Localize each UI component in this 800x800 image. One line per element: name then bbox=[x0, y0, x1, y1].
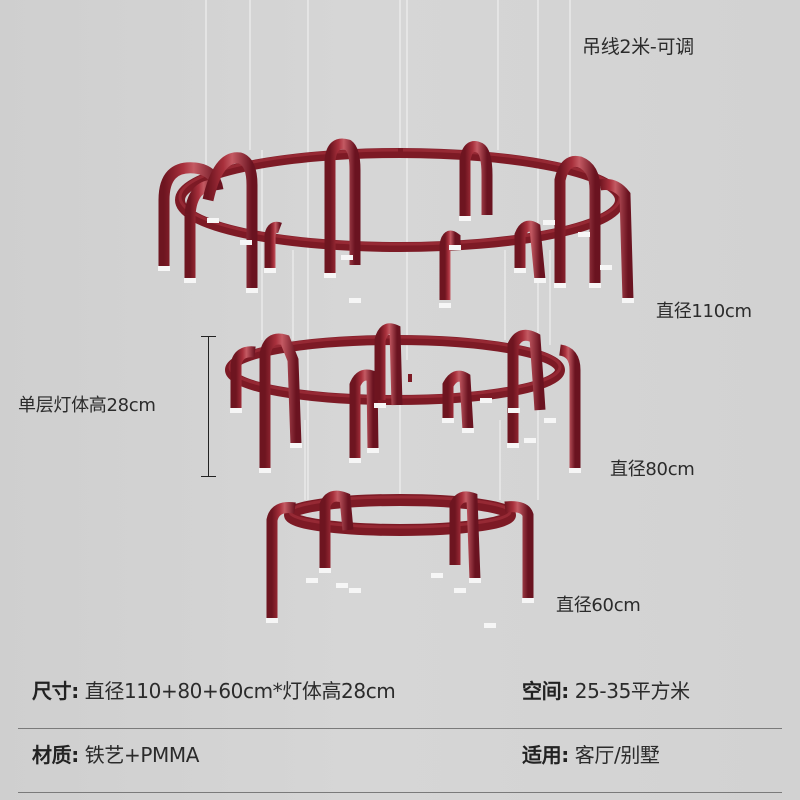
spec-value: 直径110+80+60cm*灯体高28cm bbox=[84, 679, 396, 703]
light-tips-top bbox=[158, 216, 634, 308]
light-tips-middle bbox=[230, 398, 581, 473]
diameter-110-label: 直径110cm bbox=[656, 301, 752, 322]
cable-length-label: 吊线2米-可调 bbox=[582, 36, 694, 58]
spec-row-size: 尺寸: 直径110+80+60cm*灯体高28cm 空间: 25-35平方米 bbox=[18, 665, 782, 729]
diameter-80-label: 直径80cm bbox=[610, 459, 695, 480]
height-dimension-line bbox=[201, 336, 216, 477]
spec-value: 铁艺+PMMA bbox=[84, 743, 200, 767]
tier-top bbox=[158, 138, 634, 308]
spec-key: 空间: bbox=[522, 679, 569, 703]
tier-bottom bbox=[266, 490, 534, 628]
spec-space: 空间: 25-35平方米 bbox=[522, 675, 690, 704]
spec-usage: 适用: 客厅/别墅 bbox=[522, 739, 660, 768]
layer-height-label: 单层灯体高28cm bbox=[18, 395, 156, 416]
spec-size: 尺寸: 直径110+80+60cm*灯体高28cm bbox=[32, 675, 396, 704]
tier-middle bbox=[225, 323, 581, 473]
light-tips-bottom bbox=[266, 568, 534, 628]
spec-material: 材质: 铁艺+PMMA bbox=[32, 739, 199, 768]
spec-key: 适用: bbox=[522, 743, 569, 767]
diameter-60-label: 直径60cm bbox=[556, 595, 641, 616]
spec-value: 客厅/别墅 bbox=[574, 743, 660, 767]
spec-row-material: 材质: 铁艺+PMMA 适用: 客厅/别墅 bbox=[18, 729, 782, 793]
spec-table: 尺寸: 直径110+80+60cm*灯体高28cm 空间: 25-35平方米 材… bbox=[18, 665, 782, 793]
spec-key: 材质: bbox=[32, 743, 79, 767]
suspension-cables bbox=[205, 0, 571, 500]
spec-key: 尺寸: bbox=[32, 679, 79, 703]
spec-value: 25-35平方米 bbox=[574, 679, 690, 703]
